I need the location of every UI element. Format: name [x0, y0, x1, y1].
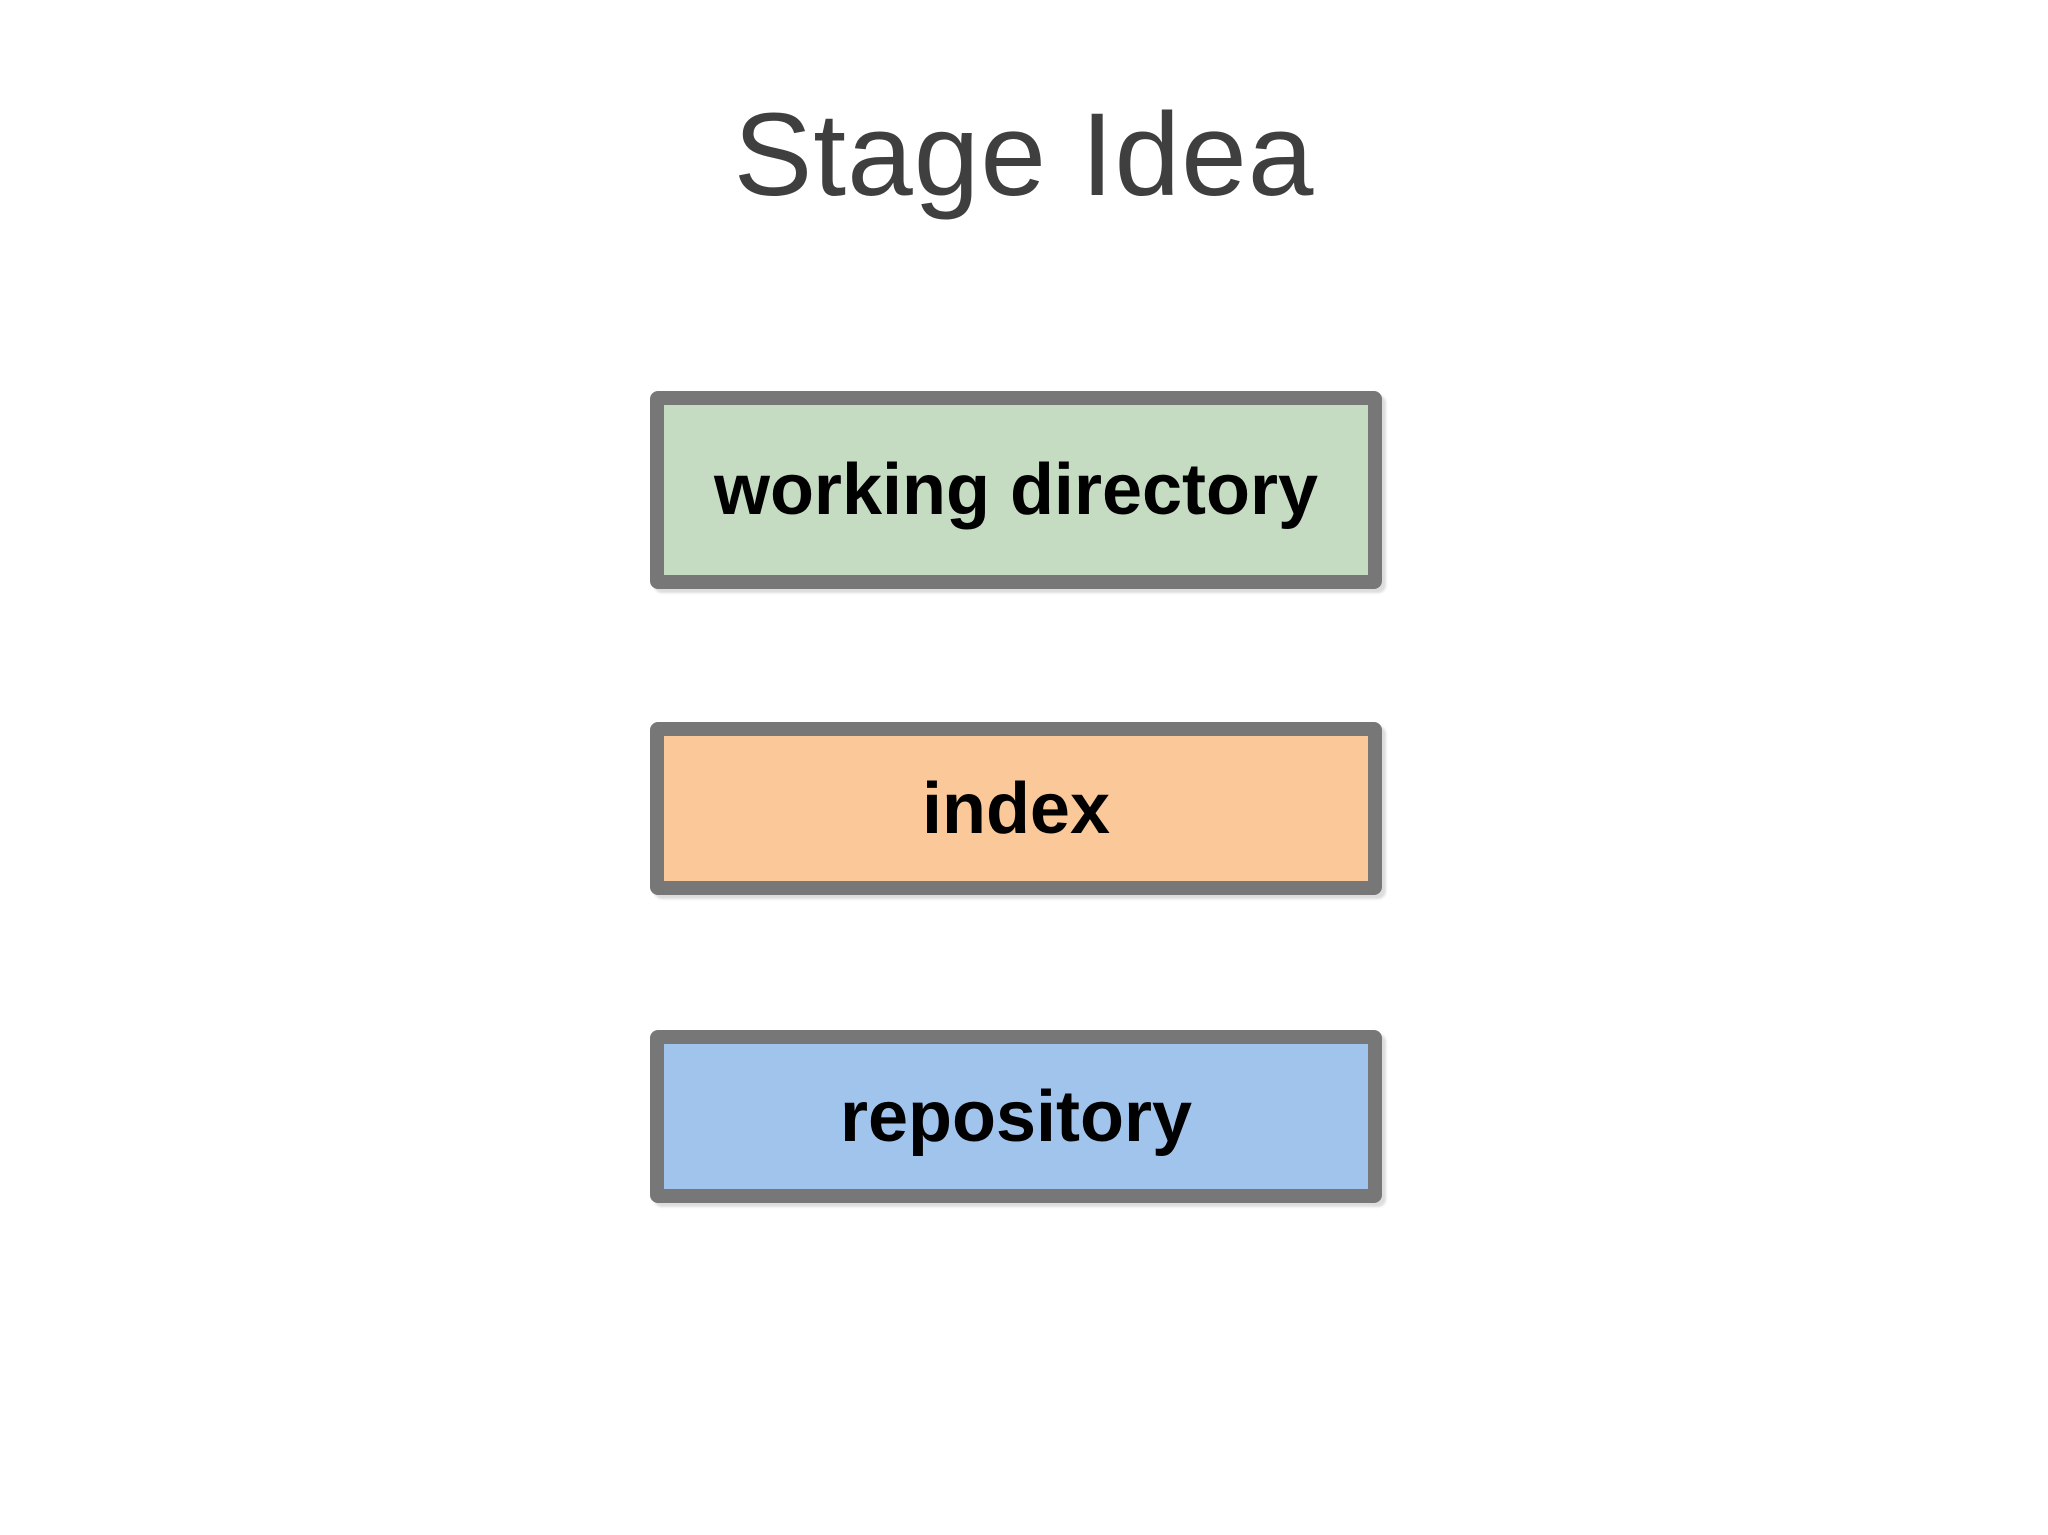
slide-title: Stage Idea: [733, 89, 1315, 221]
index-box: index: [650, 722, 1382, 895]
working-directory-box: working directory: [650, 391, 1382, 589]
working-directory-label: working directory: [713, 450, 1319, 530]
repository-label: repository: [839, 1076, 1193, 1157]
repository-box: repository: [650, 1030, 1382, 1203]
index-label: index: [921, 768, 1111, 849]
